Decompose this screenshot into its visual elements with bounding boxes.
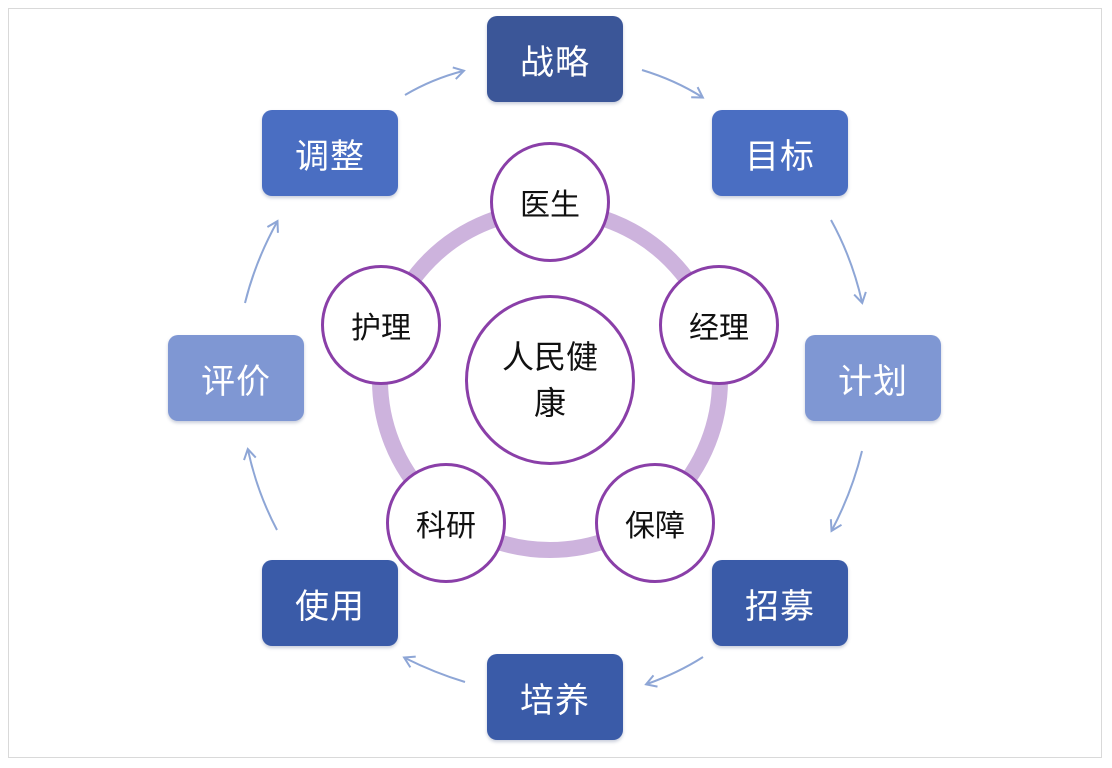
step-recruit-label: 招募 (745, 586, 815, 627)
step-strategy: 战略 (487, 16, 623, 102)
step-train-label: 培养 (520, 680, 590, 721)
step-adjust: 调整 (262, 110, 398, 196)
role-manager-label: 经理 (689, 311, 749, 346)
role-nursing-label: 护理 (351, 311, 411, 346)
role-support-label: 保障 (625, 509, 685, 544)
role-research-label: 科研 (416, 509, 476, 544)
arrow-plan-to-recruit (829, 450, 863, 533)
arrow-adjust-to-strategy (404, 66, 466, 96)
step-strategy-label: 战略 (520, 42, 590, 83)
step-plan: 计划 (805, 335, 941, 421)
step-use: 使用 (262, 560, 398, 646)
arrow-evaluate-to-adjust (244, 219, 279, 304)
role-nursing: 护理 (321, 265, 441, 385)
step-train: 培养 (487, 654, 623, 740)
step-evaluate: 评价 (168, 335, 304, 421)
role-research: 科研 (386, 463, 506, 583)
role-support: 保障 (595, 463, 715, 583)
step-adjust-label: 调整 (295, 136, 365, 177)
step-evaluate-label: 评价 (201, 361, 271, 402)
role-manager: 经理 (659, 265, 779, 385)
arrow-goal-to-plan (830, 219, 867, 305)
arrow-use-to-evaluate (243, 447, 278, 531)
step-use-label: 使用 (295, 586, 365, 627)
step-goal-label: 目标 (745, 136, 815, 177)
arrow-train-to-use (402, 655, 466, 683)
step-recruit: 招募 (712, 560, 848, 646)
step-plan-label: 计划 (838, 361, 908, 402)
center-people-health: 人民健康 (465, 295, 635, 465)
role-doctor: 医生 (490, 142, 610, 262)
arrow-recruit-to-train (644, 656, 704, 688)
step-goal: 目标 (712, 110, 848, 196)
role-doctor-label: 医生 (520, 188, 580, 223)
arrow-strategy-to-goal (641, 69, 705, 99)
center-label: 人民健康 (501, 338, 598, 422)
